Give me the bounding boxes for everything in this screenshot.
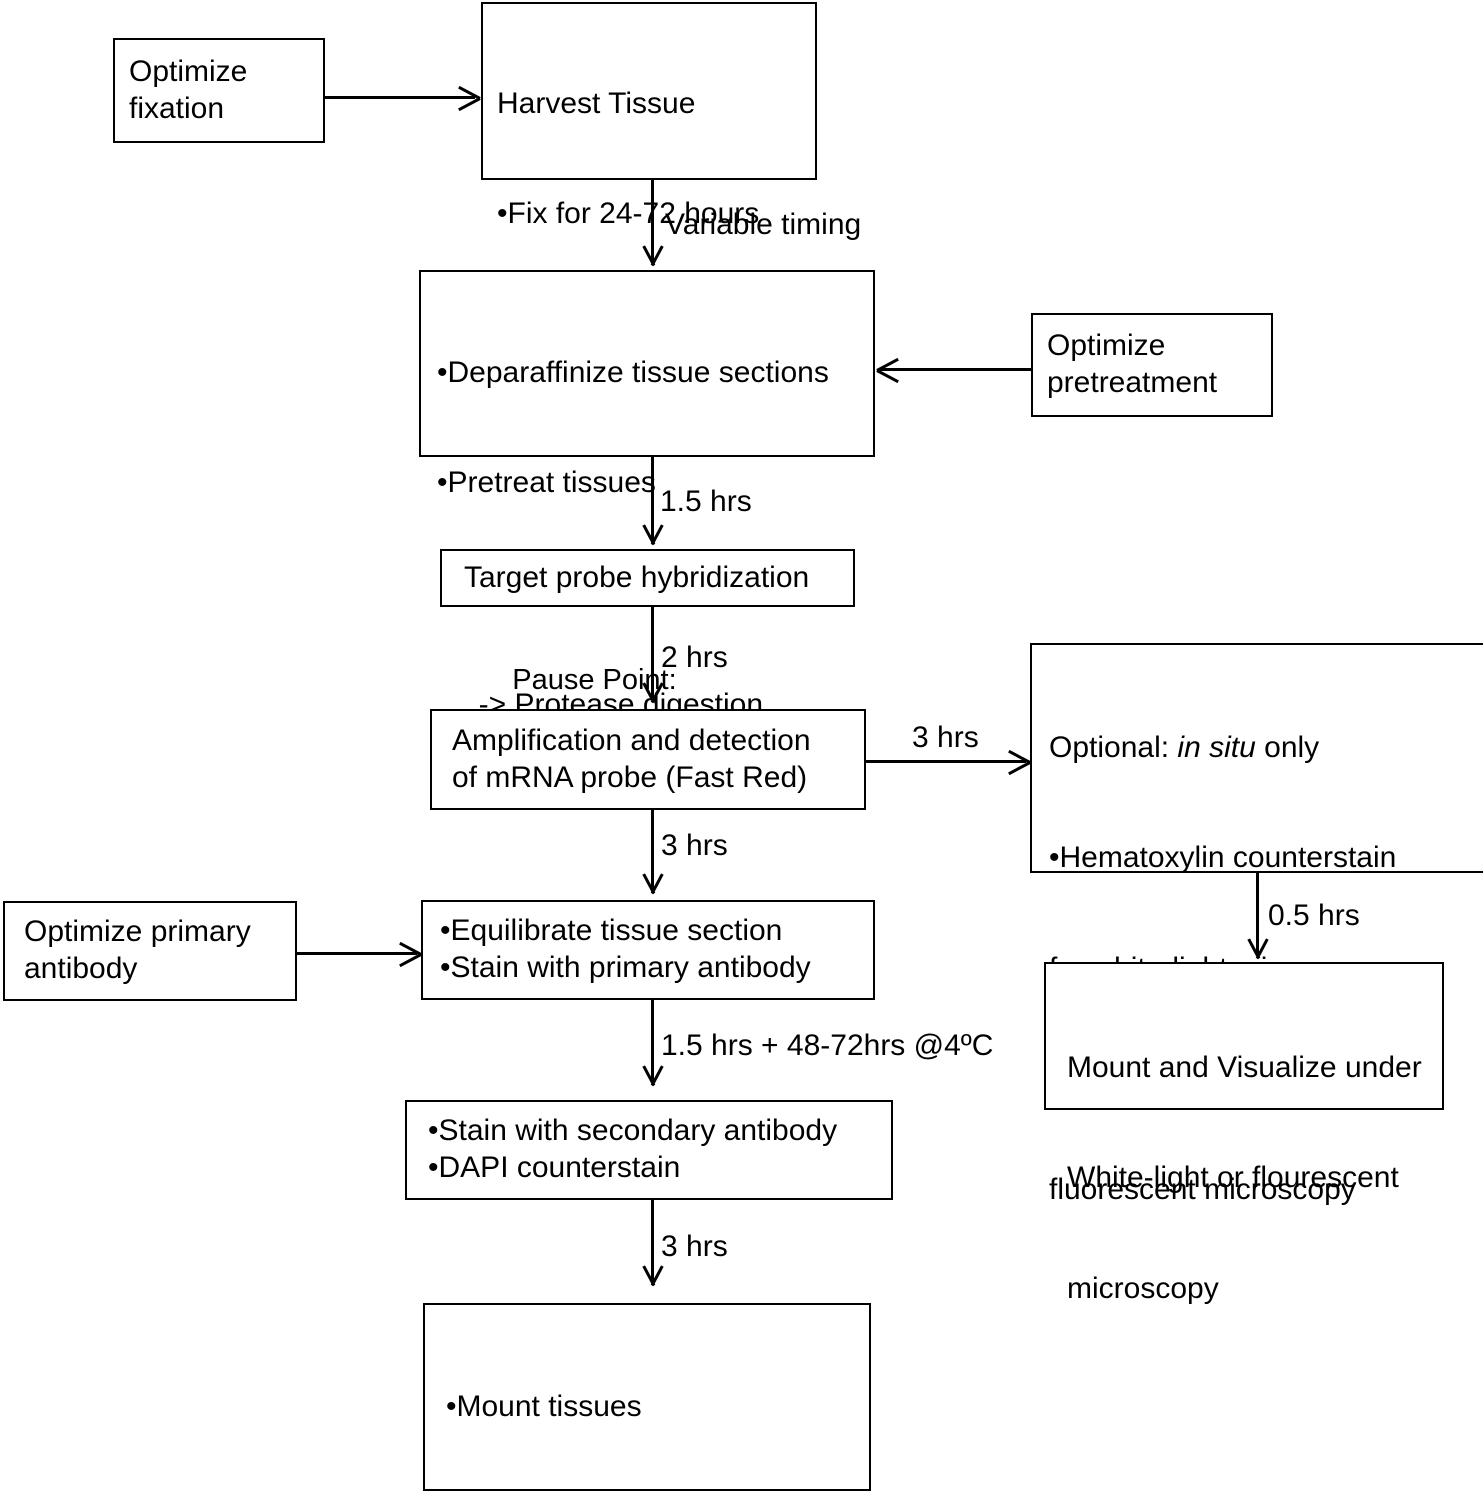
edge-equilibrate-to-secondary: [651, 1000, 654, 1082]
node-target-probe-hybridization[interactable]: Target probe hybridization: [440, 549, 855, 607]
optional-prefix: Optional:: [1049, 730, 1178, 764]
edge-target-probe-to-amplification: [651, 607, 654, 699]
edge-label-variable-timing: Variable timing: [665, 208, 862, 241]
node-harvest-tissue-line-0: Harvest Tissue: [497, 86, 696, 120]
node-harvest-tissue-line-1: •Fix for 24-72 hours: [497, 197, 760, 231]
node-target-probe-line-0: Target probe hybridization: [464, 560, 810, 594]
node-optional-in-situ-line-4: fluorescent microscopy: [1049, 1173, 1356, 1207]
edge-primary-antibody-to-equilibrate: [297, 952, 417, 955]
node-secondary-line-1: •DAPI counterstain: [428, 1151, 681, 1184]
edge-label-3-hrs-down: 3 hrs: [661, 829, 728, 862]
node-optimize-pretreatment-line-1: pretreatment: [1047, 366, 1218, 399]
node-mount-visualize-line-2: microscopy: [1067, 1272, 1219, 1306]
edge-label-2-hrs: 2 hrs: [661, 641, 728, 674]
node-secondary-line-0: •Stain with secondary antibody: [428, 1114, 838, 1148]
node-optimize-primary-antibody-line-0: Optimize primary: [24, 915, 251, 949]
optional-italic: in situ: [1177, 730, 1256, 764]
edge-secondary-to-mount-tissues: [651, 1200, 654, 1282]
node-amplification-line-0: Amplification and detection: [452, 723, 811, 757]
node-mount-visualize-line-0: Mount and Visualize under: [1067, 1050, 1422, 1084]
node-equilibrate-line-1: •Stain with primary antibody: [440, 951, 811, 984]
edge-label-0-5-hrs: 0.5 hrs: [1268, 899, 1360, 932]
edge-fixation-to-harvest: [325, 96, 475, 99]
node-amplification-detection[interactable]: Amplification and detection of mRNA prob…: [430, 709, 866, 810]
node-optimize-fixation-line-0: Optimize: [129, 54, 248, 88]
node-deparaffinize-line-0: •Deparaffinize tissue sections: [437, 355, 829, 389]
node-mount-tissues-visualize[interactable]: •Mount tissues •Visualize RNA and protei…: [423, 1303, 871, 1491]
node-optimize-fixation[interactable]: Optimize fixation: [113, 38, 325, 143]
node-optimize-fixation-line-1: fixation: [129, 91, 225, 125]
edge-harvest-to-deparaffinize: [651, 180, 654, 262]
edge-label-3-hrs-right: 3 hrs: [912, 721, 979, 754]
edge-pretreatment-to-deparaffinize: [880, 368, 1031, 371]
edge-optional-to-mount-visualize: [1256, 873, 1259, 955]
node-optimize-pretreatment[interactable]: Optimize pretreatment: [1031, 313, 1273, 417]
node-equilibrate-line-0: •Equilibrate tissue section: [440, 914, 783, 948]
node-optional-in-situ-line-0: Optional: in situ only: [1049, 730, 1473, 767]
edge-label-3-hrs-bottom: 3 hrs: [661, 1230, 728, 1263]
node-mount-tissues-line-0: •Mount tissues: [446, 1389, 642, 1423]
node-optimize-primary-antibody[interactable]: Optimize primary antibody: [3, 901, 297, 1001]
node-mount-visualize-line-1: White-light or flourescent: [1067, 1161, 1399, 1195]
node-optional-in-situ[interactable]: Optional: in situ only •Hematoxylin coun…: [1030, 643, 1483, 1206]
node-optimize-primary-antibody-line-1: antibody: [24, 952, 138, 985]
pause-point-line-1: Pause Point:: [512, 664, 677, 697]
node-deparaffinize-line-1: •Pretreat tissues: [437, 466, 656, 500]
node-optional-in-situ-line-1: •Hematoxylin counterstain: [1049, 841, 1397, 875]
node-optimize-pretreatment-line-0: Optimize: [1047, 329, 1166, 363]
optional-suffix: only: [1255, 730, 1320, 764]
node-harvest-tissue[interactable]: Harvest Tissue •Fix for 24-72 hours •Emb…: [481, 2, 817, 452]
node-mount-and-visualize[interactable]: Mount and Visualize under White-light or…: [1044, 962, 1444, 1305]
edge-amplification-to-optional: [866, 760, 1026, 763]
node-deparaffinize[interactable]: •Deparaffinize tissue sections •Pretreat…: [419, 270, 875, 721]
edge-amplification-to-equilibrate: [651, 810, 654, 890]
edge-label-1-5-hrs: 1.5 hrs: [660, 485, 752, 518]
edge-deparaffinize-to-target-probe: [651, 457, 654, 541]
edge-label-primary-incubation: 1.5 hrs + 48-72hrs @4ºC: [661, 1029, 994, 1062]
node-equilibrate-stain-primary[interactable]: •Equilibrate tissue section •Stain with …: [421, 900, 875, 1000]
node-amplification-line-1: of mRNA probe (Fast Red): [452, 760, 808, 794]
node-secondary-antibody-dapi[interactable]: •Stain with secondary antibody •DAPI cou…: [405, 1100, 893, 1200]
